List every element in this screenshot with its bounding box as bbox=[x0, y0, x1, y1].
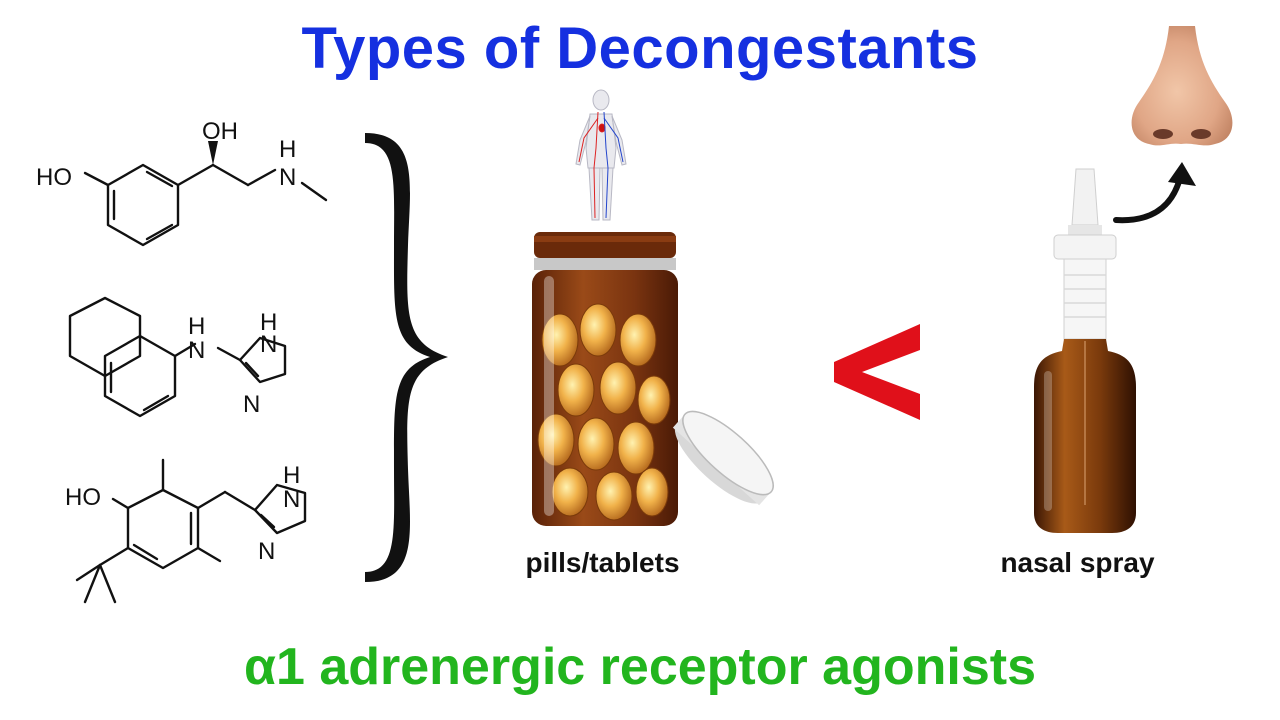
nitrogen-label: N bbox=[283, 486, 300, 513]
human-body-icon bbox=[575, 89, 627, 221]
curly-brace-icon bbox=[365, 133, 448, 582]
footer-subtitle: α1 adrenergic receptor agonists bbox=[243, 638, 1036, 696]
curved-arrow-icon bbox=[1113, 162, 1196, 224]
nitrogen-label: N bbox=[243, 391, 260, 418]
nitrogen-label: N bbox=[258, 538, 275, 565]
nasal-spray-icon bbox=[1034, 168, 1136, 533]
phenylephrine-structure: HO OH H N bbox=[36, 118, 328, 247]
pill-bottle-icon bbox=[532, 232, 678, 526]
nitrogen-label: N bbox=[279, 164, 296, 191]
spray-caption: nasal spray bbox=[1000, 547, 1155, 578]
hydroxyl-label: OH bbox=[202, 118, 238, 145]
pills-caption: pills/tablets bbox=[525, 547, 680, 578]
hydroxyl-label: HO bbox=[36, 164, 72, 191]
hydroxyl-label: HO bbox=[65, 484, 101, 511]
less-than-symbol bbox=[834, 324, 920, 420]
hydrogen-label: H bbox=[279, 136, 296, 163]
nitrogen-label: N bbox=[188, 337, 205, 364]
hydrogen-label: H bbox=[283, 462, 300, 489]
bottle-cap-icon bbox=[672, 410, 774, 506]
nitrogen-label: N bbox=[260, 331, 277, 358]
nose-icon bbox=[1131, 26, 1233, 146]
hydrogen-label: H bbox=[260, 309, 277, 336]
hydrogen-label: H bbox=[188, 313, 205, 340]
tetrahydrozoline-structure: H N H N N bbox=[68, 296, 287, 418]
oxymetazoline-structure: HO H N N bbox=[65, 458, 307, 604]
page-title: Types of Decongestants bbox=[301, 16, 979, 81]
